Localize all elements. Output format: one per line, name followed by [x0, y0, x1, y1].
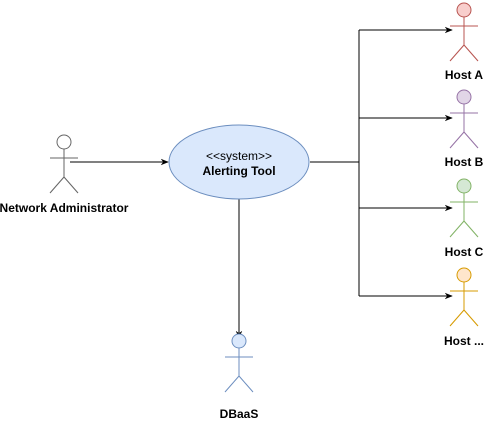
- actor-right-leg: [238, 375, 254, 393]
- actor-figure-icon: [449, 2, 479, 62]
- usecase-alerting-tool[interactable]: <<system>> Alerting Tool: [168, 124, 310, 200]
- actor-figure-icon: [449, 267, 479, 327]
- actor-right-leg: [463, 131, 479, 149]
- actor-head: [456, 89, 472, 105]
- actor-head: [231, 333, 247, 349]
- actor-label: Host B: [445, 155, 484, 169]
- actor-figure-icon: [224, 333, 254, 393]
- usecase-stereotype: <<system>>: [206, 149, 272, 163]
- actor-right-leg: [463, 309, 479, 327]
- actor-head: [456, 267, 472, 283]
- actor-label: DBaaS: [220, 407, 259, 421]
- actor-label: Host ...: [444, 334, 484, 348]
- actor-figure-icon: [449, 89, 479, 149]
- actor-figure-icon: [49, 134, 79, 194]
- actor-network-administrator[interactable]: Network Administrator: [0, 134, 129, 215]
- actor-left-leg: [449, 44, 465, 62]
- actor-left-leg: [224, 375, 240, 393]
- actor-host-n[interactable]: Host ...: [444, 267, 484, 348]
- actor-dbaas[interactable]: DBaaS: [220, 333, 259, 421]
- actor-left-leg: [449, 131, 465, 149]
- actor-host-b[interactable]: Host B: [445, 89, 484, 169]
- actor-label: Host A: [445, 68, 484, 82]
- actor-host-c[interactable]: Host C: [445, 178, 484, 259]
- actor-host-a[interactable]: Host A: [445, 2, 484, 82]
- actor-label: Network Administrator: [0, 201, 129, 215]
- actor-figure-icon: [449, 178, 479, 238]
- usecase-name: Alerting Tool: [202, 164, 275, 178]
- actor-left-leg: [449, 309, 465, 327]
- actor-head: [456, 2, 472, 18]
- actor-right-leg: [463, 220, 479, 238]
- actor-left-leg: [449, 220, 465, 238]
- usecase-ellipse: [168, 124, 310, 200]
- actor-label: Host C: [445, 245, 484, 259]
- actor-right-leg: [463, 44, 479, 62]
- actor-head: [56, 134, 72, 150]
- actor-head: [456, 178, 472, 194]
- edges: [70, 26, 453, 339]
- actor-left-leg: [49, 176, 65, 194]
- actor-right-leg: [63, 176, 79, 194]
